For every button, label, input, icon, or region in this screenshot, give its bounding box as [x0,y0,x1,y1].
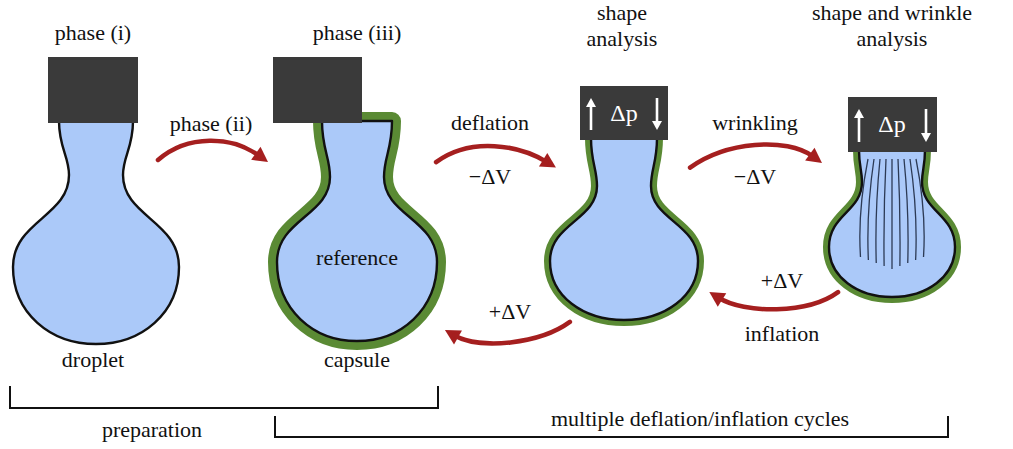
capillary [848,97,937,152]
bracket-label: preparation [102,417,202,443]
pressure-arrow-head [586,98,596,107]
capsule-label: capsule [324,347,390,373]
arrow-curve [158,141,259,160]
arrow-curve [719,292,838,309]
drop-outline [550,138,698,320]
process-arrow [158,141,268,162]
step-heading: shape and wrinkle analysis [797,0,987,52]
drop-illustration [268,57,442,349]
capsule-membrane [829,150,955,297]
phase-label: phase (i) [55,20,131,46]
pressure-arrow-head [854,109,864,118]
volume-change: −ΔV [469,164,511,190]
phase-label: phase (iii) [313,20,402,46]
wrinkle-line [910,159,916,260]
capsule-membrane [277,121,437,341]
reference-label: reference [316,245,398,271]
capillary [48,57,138,123]
capillary [580,86,668,140]
step-heading: shape analysis [567,0,677,52]
capsule-membrane [550,138,698,320]
pressure-arrow-head [652,121,662,130]
volume-change: +ΔV [489,299,531,325]
drop-node: phase (iii)referencecapsule [268,57,442,349]
drop-outline [829,150,955,297]
arrow-label: inflation [745,321,820,347]
drop-node: shape analysisΔp [540,86,706,326]
wrinkle-line [891,159,892,269]
wrinkle-line [916,159,924,257]
drop-node: shape and wrinkle analysisΔp [822,97,964,303]
pressure-arrow-head [921,133,931,142]
pressure-arrow-shaft [925,109,928,133]
process-arrow [709,292,838,309]
pressure-label: Δp [610,99,637,127]
wrinkle-line [898,159,900,266]
droplet-label: droplet [62,347,124,373]
wrinkle-line [884,159,886,266]
arrow-curve [455,322,570,343]
volume-change: +ΔV [761,268,803,294]
capillary [273,57,362,123]
process-arrow [445,322,570,344]
wrinkle-line [876,159,880,263]
pressure-arrow-shaft [858,118,861,142]
bracket-label: multiple deflation/inflation cycles [551,406,849,432]
pressure-arrow-shaft [656,98,659,121]
drop-outline [13,121,179,344]
wrinkle-line [868,159,874,260]
volume-change: −ΔV [734,164,776,190]
wrinkle-line [904,159,908,263]
drop-outline [277,121,437,341]
pressure-arrow-shaft [590,107,593,130]
arrow-label: phase (ii) [170,111,252,137]
arrow-label: deflation [451,110,529,136]
preparation-bracket [10,386,438,408]
drop-illustration [12,57,180,347]
drop-node: phase (i)droplet [12,57,180,347]
arrow-label: wrinkling [712,110,798,136]
wrinkle-line [860,159,868,257]
arrow-curve [436,146,546,162]
pressure-label: Δp [878,110,905,138]
